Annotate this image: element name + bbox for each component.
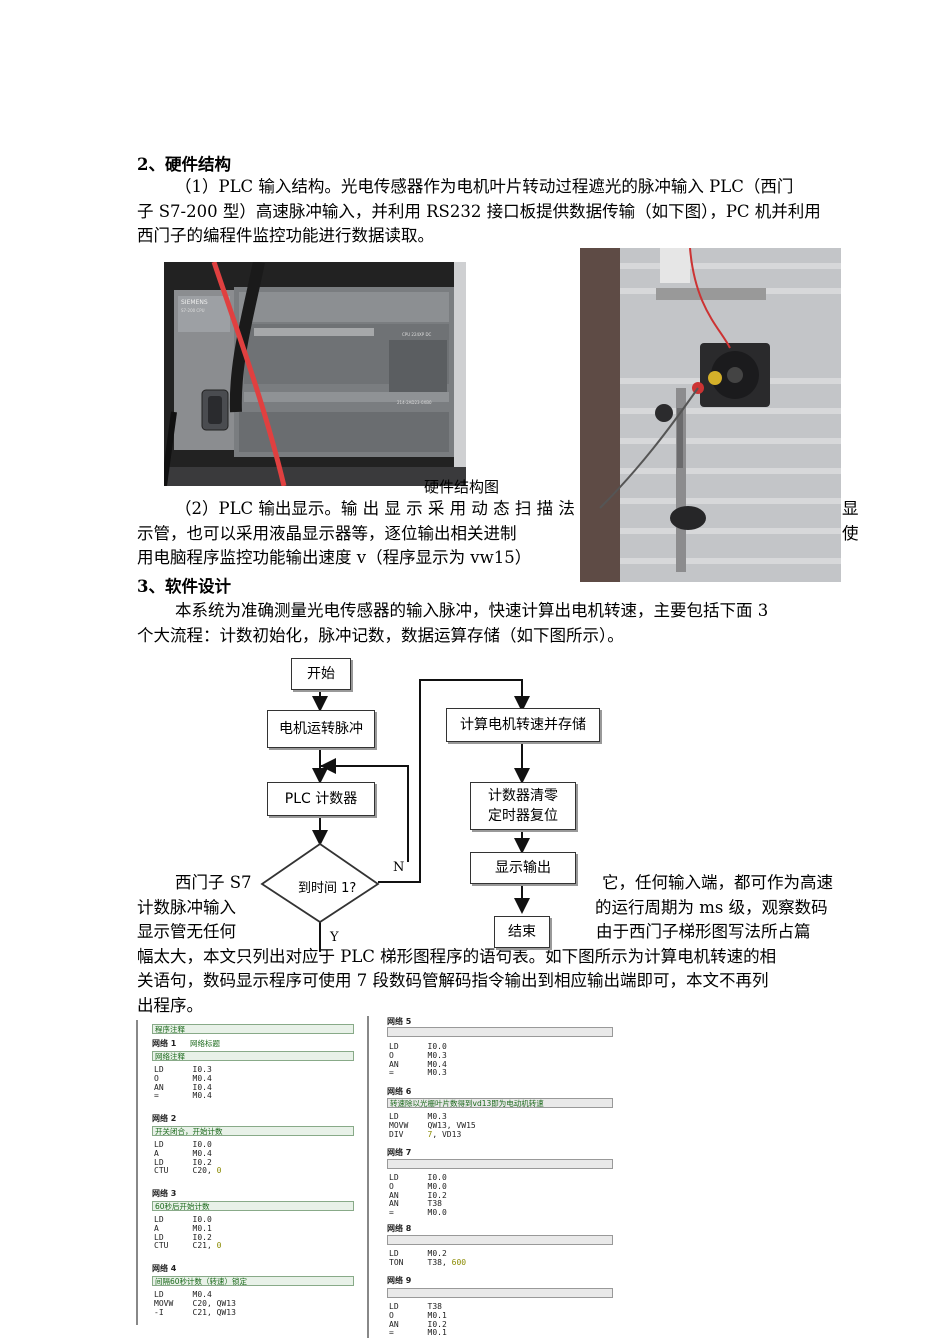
flow-no-label: N xyxy=(393,860,405,875)
paragraph-line: 子 S7-200 型）高速脉冲输入，并利用 RS232 接口板提供数据传输（如下… xyxy=(137,201,821,221)
network-9-code: LD T38 O M0.1 AN I0.2 = M0.1 xyxy=(389,1302,447,1338)
paragraph-line: （1）PLC 输入结构。光电传感器作为电机叶片转动过程遮光的脉冲输入 PLC（西… xyxy=(175,177,794,196)
network-3-code: LD I0.0 A M0.1 LD I0.2 CTU C21, 0 xyxy=(154,1215,222,1251)
paragraph-line: 个大流程：计数初始化，脉冲记数，数据运算存储（如下图所示）。 xyxy=(137,625,624,645)
plc-order-number: 214-2AD23-0XB0 xyxy=(397,400,432,405)
network-6-divisor: 7 xyxy=(427,1129,433,1139)
paragraph-line: 它，任何输入端，都可作为高速 xyxy=(602,873,833,892)
flow-motor-pulse: 电机运转脉冲 xyxy=(267,710,375,748)
network-6-label: 网络 6 xyxy=(387,1087,412,1096)
paragraph-line: 显示管无任何 xyxy=(137,922,236,941)
network-7-label: 网络 7 xyxy=(387,1148,412,1157)
network-8-label: 网络 8 xyxy=(387,1224,412,1233)
flow-reset: 计数器清零 定时器复位 xyxy=(470,782,576,830)
flow-end: 结束 xyxy=(494,916,550,948)
network-2-preset: 0 xyxy=(216,1166,222,1176)
paragraph-line: 本系统为准确测量光电传感器的输入脉冲，快速计算出电机转速，主要包括下面 3 xyxy=(175,601,769,620)
network-3-comment: 60秒后开始计数 xyxy=(152,1201,354,1211)
network-4-code: LD M0.4 MOVW C20, QW13 -I C21, QW13 xyxy=(154,1290,236,1317)
section-heading-software: 3、软件设计 xyxy=(137,577,231,596)
paragraph-line: 关语句，数码显示程序可使用 7 段数码管解码指令输出到相应输出端即可，本文不再列 xyxy=(137,971,769,990)
network-2-comment: 开关闭合，开始计数 xyxy=(152,1126,354,1136)
paragraph-line: 使 xyxy=(842,523,859,543)
program-listing-left: 程序注释 网络 1 网络标题 网络注释 LD I0.3 O M0.4 AN I0… xyxy=(136,1020,356,1325)
paragraph-line: 用电脑程序监控功能输出速度 v（程序显示为 vw15） xyxy=(137,548,532,567)
plc-brand-text: SIEMENS xyxy=(181,299,208,306)
figure-caption: 硬件结构图 xyxy=(424,478,500,496)
network-1-title: 网络标题 xyxy=(190,1039,220,1048)
network-6-code: LD M0.3 MOVW QW13, VW15 DIV 7, VD13 xyxy=(389,1112,476,1139)
network-6-code-text: LD M0.3 MOVW QW13, VW15 DIV xyxy=(389,1112,476,1139)
network-2-code: LD I0.0 A M0.4 LD I0.2 CTU C20, 0 xyxy=(154,1140,222,1176)
flow-yes-label: Y xyxy=(330,930,339,945)
program-listing-right: 网络 5 LD I0.0 O M0.3 AN M0.4 = M0.3 网络 6 … xyxy=(367,1016,613,1338)
paragraph-line: 的运行周期为 ms 级，观察数码 xyxy=(595,897,828,917)
network-8-preset: 600 xyxy=(451,1257,467,1267)
flow-compute-speed: 计算电机转速并存储 xyxy=(446,708,600,742)
paragraph-line: 西门子的编程件监控功能进行数据读取。 xyxy=(137,226,434,245)
network-5-code: LD I0.0 O M0.3 AN M0.4 = M0.3 xyxy=(389,1042,447,1078)
network-3-preset: 0 xyxy=(216,1241,222,1251)
paragraph-line: 西门子 S7 xyxy=(175,873,252,892)
network-7-comment xyxy=(387,1159,613,1169)
network-2-code-text: LD I0.0 A M0.4 LD I0.2 CTU C20, xyxy=(154,1140,212,1176)
network-7-code: LD I0.0 O M0.0 AN I0.2 AN T38 = M0.0 xyxy=(389,1173,447,1218)
paragraph-line: 计数脉冲输入 xyxy=(137,897,236,917)
software-flowchart: 开始 电机运转脉冲 PLC 计数器 到时间 1? N Y 计算电机转速并存储 计… xyxy=(258,652,605,952)
flow-reset-line2: 定时器复位 xyxy=(488,808,558,824)
network-3-label: 网络 3 xyxy=(152,1189,177,1198)
network-5-label: 网络 5 xyxy=(387,1017,412,1026)
paragraph-line: 幅太大，本文只列出对应于 PLC 梯形图程序的语句表。如下图所示为计算电机转速的… xyxy=(137,946,777,966)
network-3-code-text: LD I0.0 A M0.1 LD I0.2 CTU C21, xyxy=(154,1215,212,1251)
flow-plc-counter: PLC 计数器 xyxy=(267,782,375,816)
network-1-comment: 网络注释 xyxy=(152,1051,354,1061)
paragraph-line: （2）PLC 输出显示。输 出 显 示 采 用 动 态 扫 描 法 xyxy=(175,499,575,518)
network-4-comment: 间隔60秒计数（转速）锁定 xyxy=(152,1276,354,1286)
plc-model-text: S7-200 CPU xyxy=(181,308,205,313)
network-8-code: LD M0.2 TON T38, 600 xyxy=(389,1249,467,1268)
plc-cpu-label: CPU 224XP DC xyxy=(402,332,432,337)
network-1-code: LD I0.3 O M0.4 AN I0.4 = M0.4 xyxy=(154,1065,212,1101)
paragraph-line: 示管，也可以采用液晶显示器等，逐位输出相关进制 xyxy=(137,523,517,543)
flow-reset-line1: 计数器清零 xyxy=(488,788,558,804)
flow-start: 开始 xyxy=(291,658,351,690)
paragraph-line: 显 xyxy=(842,499,859,518)
flow-display-output: 显示输出 xyxy=(470,852,576,884)
network-8-code-text: LD M0.2 TON T38, xyxy=(389,1249,447,1267)
network-6-comment: 转速除以光栅叶片数得到vd13即为电动机转速 xyxy=(387,1098,613,1108)
network-4-label: 网络 4 xyxy=(152,1264,177,1273)
flow-decision-label: 到时间 1? xyxy=(298,881,357,896)
paragraph-line: 出程序。 xyxy=(137,995,203,1015)
network-8-comment xyxy=(387,1235,613,1245)
network-5-comment xyxy=(387,1027,613,1037)
network-2-label: 网络 2 xyxy=(152,1114,177,1123)
section-heading-hardware: 2、硬件结构 xyxy=(137,155,231,174)
program-comment-bar: 程序注释 xyxy=(152,1024,354,1034)
sensor-fan-photo xyxy=(580,248,841,582)
network-1-label: 网络 1 xyxy=(152,1039,177,1048)
network-6-code-tail: , VD13 xyxy=(432,1129,462,1139)
plc-hardware-photo: SIEMENS S7-200 CPU CPU 224XP DC 214-2AD2… xyxy=(164,262,466,486)
paragraph-line: 由于西门子梯形图写法所占篇 xyxy=(596,922,811,941)
network-9-comment xyxy=(387,1288,613,1298)
network-9-label: 网络 9 xyxy=(387,1276,412,1285)
